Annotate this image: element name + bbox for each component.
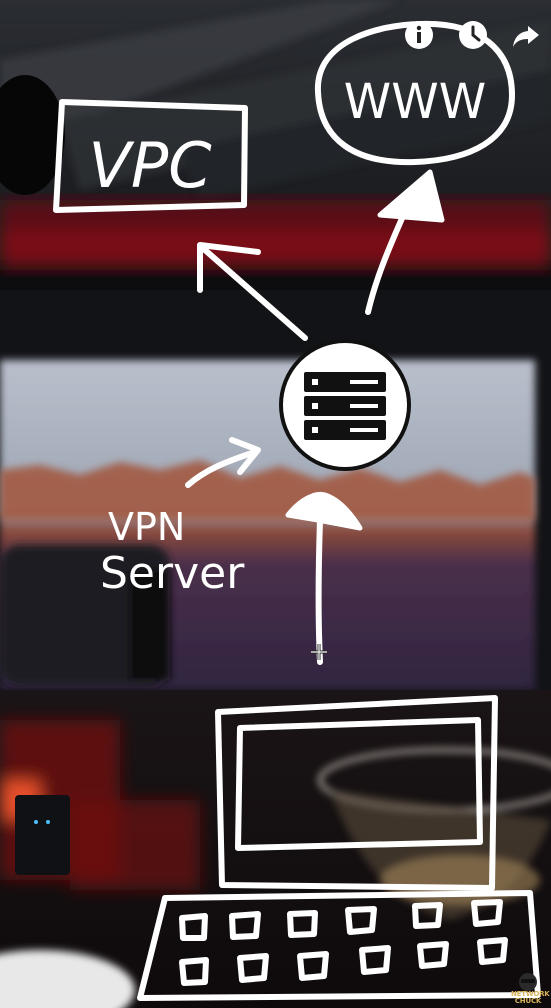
laptop-drawing	[137, 695, 541, 1001]
vpn-label-line1: VPN	[108, 505, 185, 549]
arrow-to-www	[365, 169, 445, 315]
vpc-box: VPC	[53, 99, 248, 213]
info-button[interactable]	[402, 18, 436, 52]
channel-logo-icon	[519, 973, 537, 991]
share-button[interactable]	[509, 18, 543, 52]
crosshair-cursor-icon	[311, 644, 327, 660]
vpc-label: VPC	[88, 129, 212, 202]
clock-icon	[459, 21, 487, 49]
watch-later-button[interactable]	[456, 18, 490, 52]
channel-watermark: NETWORK CHUCK	[511, 990, 550, 1005]
watermark-line2: CHUCK	[514, 997, 542, 1005]
server-icon	[279, 339, 411, 471]
arrow-from-laptop	[285, 491, 363, 665]
vpn-label-arrow	[185, 437, 261, 488]
www-label: WWW	[344, 74, 486, 130]
vpn-label-line2: Server	[100, 548, 245, 599]
info-icon	[405, 21, 433, 49]
watermark-line1: NETWORK	[511, 990, 550, 998]
share-arrow-icon	[513, 26, 539, 47]
arrow-to-vpc	[197, 242, 308, 341]
www-cloud: WWW	[314, 20, 515, 166]
